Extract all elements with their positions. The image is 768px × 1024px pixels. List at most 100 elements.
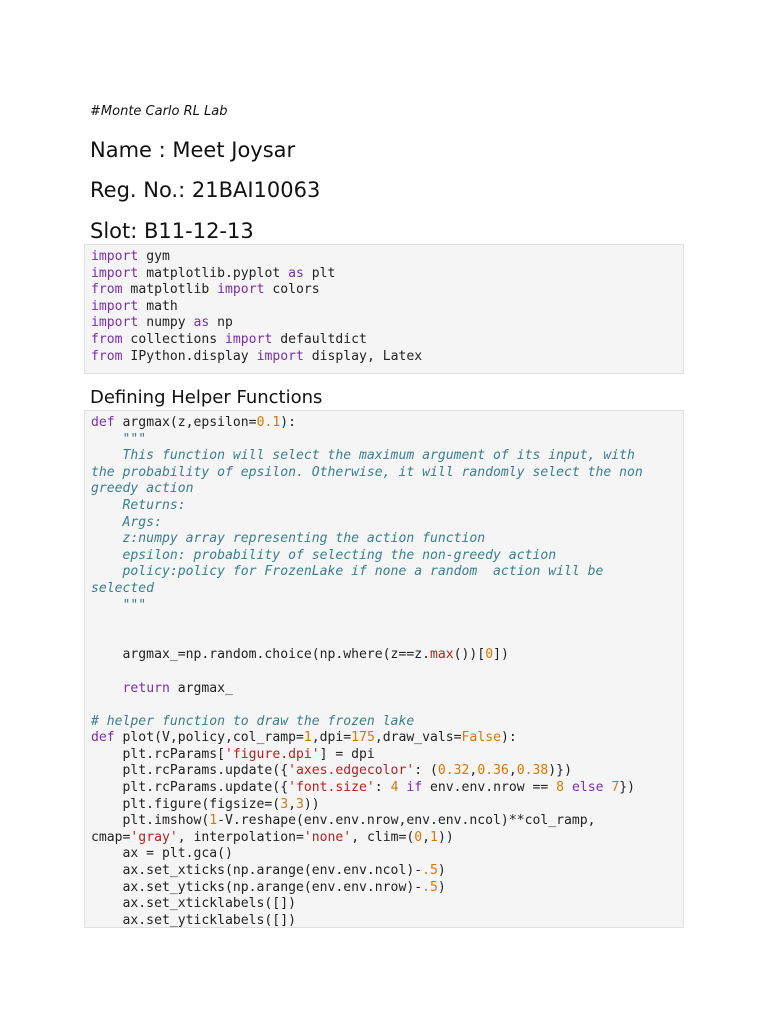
code-token: ] = dpi: [319, 746, 375, 762]
code-token: plt.rcParams.update({: [91, 763, 289, 779]
code-token: 1: [303, 730, 312, 746]
code-line: import numpy as np: [91, 315, 233, 330]
code-cell-imports[interactable]: import gym import matplotlib.pyplot as p…: [84, 244, 684, 374]
code-token: ):: [280, 415, 296, 430]
code-token: import: [225, 331, 273, 347]
code-token: 4: [390, 780, 399, 796]
code-token: plt.figure(figsize=(: [91, 796, 281, 812]
code-line: z:numpy array representing the action fu…: [91, 531, 486, 546]
code-line: Returns:: [91, 498, 186, 513]
code-token: display, Latex: [303, 348, 423, 364]
code-token: -V.reshape(env.env.nrow,env.env.ncol)**c…: [217, 813, 596, 829]
code-token: :: [374, 780, 391, 796]
code-line: # helper function to draw the frozen lak…: [91, 714, 414, 729]
code-token: the probability of epsilon. Otherwise, i…: [91, 464, 643, 480]
code-line: return argmax_: [91, 681, 233, 696]
code-line: import math: [91, 299, 178, 314]
code-token: 0: [485, 647, 494, 663]
code-token: plot(V,policy,col_ramp=: [114, 730, 304, 746]
code-line: """: [91, 432, 147, 447]
code-token: 3: [295, 796, 304, 812]
code-token: gym: [138, 249, 170, 264]
student-name: Name : Meet Joysar: [90, 138, 296, 162]
code-token: ,dpi=: [311, 730, 352, 746]
code-token: def: [91, 415, 115, 430]
code-token: argmax_=np.random.choice(np.where(z==z.: [91, 647, 430, 663]
code-block-helpers[interactable]: def argmax(z,epsilon=0.1): """ This func…: [85, 411, 683, 933]
code-line: ax = plt.gca(): [91, 846, 233, 861]
code-line: cmap='gray', interpolation='none', clim=…: [91, 830, 454, 845]
code-line: """: [91, 597, 147, 613]
code-token: import: [217, 282, 265, 298]
code-token: math: [138, 298, 178, 314]
code-line: plt.rcParams['figure.dpi'] = dpi: [91, 747, 375, 762]
code-token: ): [437, 863, 446, 879]
code-line: def argmax(z,epsilon=0.1):: [91, 415, 296, 430]
code-token: cmap=: [91, 829, 131, 845]
code-token: , clim=(: [351, 829, 415, 845]
code-token: collections: [122, 331, 226, 347]
code-token: as: [288, 265, 304, 281]
code-token: def: [91, 730, 115, 746]
code-token: : (: [414, 763, 438, 779]
code-token: import: [91, 315, 139, 331]
code-token: }): [619, 780, 636, 796]
code-token: defaultdict: [272, 331, 367, 347]
code-token: IPython.display: [122, 348, 257, 364]
code-token: epsilon: probability of selecting the no…: [91, 547, 557, 563]
code-token: 8: [556, 780, 565, 796]
code-token: from: [91, 331, 123, 347]
code-token: ,: [469, 763, 478, 779]
code-token: plt.rcParams[: [91, 746, 226, 762]
code-token: policy:policy for FrozenLake if none a r…: [91, 564, 604, 580]
code-token: ,draw_vals=: [374, 730, 462, 746]
code-line: greedy action: [91, 481, 193, 496]
code-token: False: [461, 730, 501, 746]
code-token: ax.set_yticklabels([]): [91, 912, 296, 928]
code-token: ax.set_xticklabels([]): [91, 896, 296, 912]
code-token: ,: [508, 763, 517, 779]
code-token: import: [91, 298, 139, 314]
code-token: ]): [493, 647, 509, 663]
code-token: matplotlib.pyplot: [138, 265, 289, 281]
code-token: 0.1: [256, 415, 281, 430]
code-cell-helpers[interactable]: def argmax(z,epsilon=0.1): """ This func…: [84, 410, 684, 928]
code-token: 'gray': [130, 829, 178, 845]
code-token: 175: [351, 730, 375, 746]
code-token: np: [209, 315, 233, 331]
code-token: Args:: [91, 514, 162, 530]
lab-title: Monte Carlo RL Lab: [100, 104, 228, 119]
code-token: env.env.nrow ==: [422, 780, 557, 796]
code-line: import gym: [91, 249, 170, 264]
code-token: 0.38: [516, 763, 549, 779]
code-token: import: [91, 249, 139, 264]
code-token: 1: [430, 829, 438, 845]
code-token: ax = plt.gca(): [91, 846, 233, 862]
code-line: plt.rcParams.update({'axes.edgecolor': (…: [91, 763, 572, 778]
code-token: 0: [414, 829, 423, 845]
hash-symbol: #: [90, 104, 101, 119]
code-token: plt.imshow(: [91, 813, 210, 829]
code-token: ax.set_xticks(np.arange(env.env.ncol)-: [91, 863, 423, 879]
code-line: This function will select the maximum ar…: [91, 448, 635, 463]
code-line: ax.set_xticks(np.arange(env.env.ncol)-.5…: [91, 863, 446, 878]
code-line: ax.set_yticks(np.arange(env.env.nrow)-.5…: [91, 880, 446, 895]
code-token: numpy: [138, 315, 194, 331]
code-line: epsilon: probability of selecting the no…: [91, 547, 557, 563]
code-token: .5: [422, 863, 438, 879]
code-line: plt.rcParams.update({'font.size': 4 if e…: [91, 780, 636, 796]
code-token: plt: [303, 265, 336, 281]
code-line: plt.imshow(1-V.reshape(env.env.nrow,env.…: [91, 813, 596, 828]
code-token: 0.32: [437, 763, 470, 779]
code-token: ):: [500, 730, 517, 746]
code-token: 1: [209, 813, 218, 829]
code-token: from: [91, 282, 123, 298]
code-token: [91, 681, 123, 696]
code-token: """: [91, 597, 147, 613]
code-token: max: [429, 647, 454, 663]
code-line: plt.figure(figsize=(3,3)): [91, 797, 320, 812]
code-line: selected: [91, 581, 154, 596]
code-token: 'font.size': [288, 780, 375, 796]
code-block-imports[interactable]: import gym import matplotlib.pyplot as p…: [85, 245, 683, 369]
